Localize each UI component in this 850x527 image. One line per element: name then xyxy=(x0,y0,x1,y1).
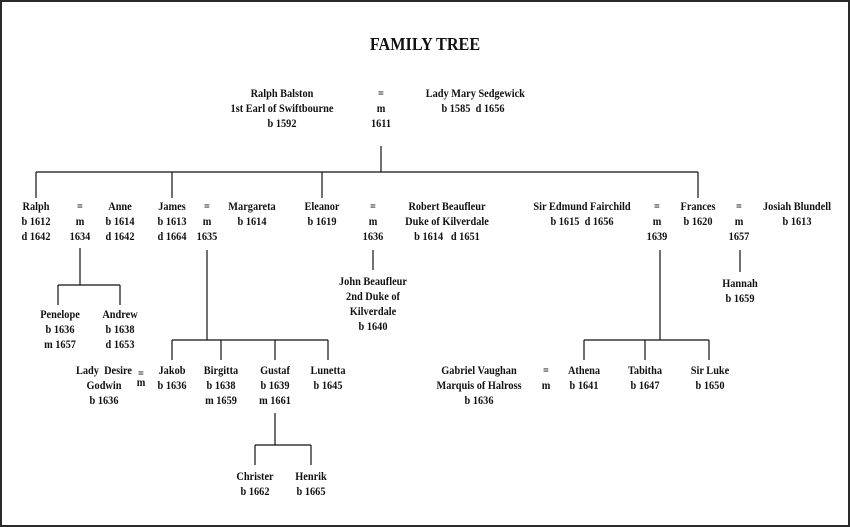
marriage-desire-jakob: = m xyxy=(136,366,146,389)
tree-title: FAMILY TREE xyxy=(369,34,481,54)
marriage-frances-josiah: = m 1657 xyxy=(728,199,750,243)
person-lady-mary: Lady Mary Sedgewick b 1585 d 1656 xyxy=(425,86,525,115)
person-gustaf: Gustaf b 1639 m 1661 xyxy=(259,363,291,407)
person-james: James b 1613 d 1664 xyxy=(157,199,187,243)
person-penelope: Penelope b 1636 m 1657 xyxy=(40,307,80,351)
person-henrik: Henrik b 1665 xyxy=(295,469,327,498)
person-josiah-blundell: Josiah Blundell b 1613 xyxy=(763,199,831,228)
marriage-james-margareta: = m 1635 xyxy=(196,199,218,243)
person-gabriel-vaughan: Gabriel Vaughan Marquis of Halross b 163… xyxy=(436,363,522,407)
person-hannah: Hannah b 1659 xyxy=(722,276,758,305)
person-birgitta: Birgitta b 1638 m 1659 xyxy=(203,363,239,407)
person-lunetta: Lunetta b 1645 xyxy=(310,363,346,392)
person-anne: Anne b 1614 d 1642 xyxy=(105,199,135,243)
person-john-beaufleur: John Beaufleur 2nd Duke of Kilverdale b … xyxy=(339,274,407,333)
person-andrew: Andrew b 1638 d 1653 xyxy=(102,307,138,351)
person-robert-beaufleur: Robert Beaufleur Duke of Kilverdale b 16… xyxy=(405,199,489,243)
person-sir-luke: Sir Luke b 1650 xyxy=(690,363,730,392)
person-tabitha: Tabitha b 1647 xyxy=(627,363,663,392)
marriage-top: = m 1611 xyxy=(370,86,392,130)
person-eleanor: Eleanor b 1619 xyxy=(304,199,340,228)
person-christer: Christer b 1662 xyxy=(236,469,274,498)
marriage-gabriel-athena: = m xyxy=(541,363,551,392)
person-lady-desire-godwin: Lady Desire Godwin b 1636 xyxy=(75,363,132,407)
person-margareta: Margareta b 1614 xyxy=(228,199,276,228)
person-frances: Frances b 1620 xyxy=(680,199,716,228)
person-ralph-balston: Ralph Balston 1st Earl of Swiftbourne b … xyxy=(230,86,334,130)
person-ralph: Ralph b 1612 d 1642 xyxy=(21,199,51,243)
person-athena: Athena b 1641 xyxy=(567,363,601,392)
marriage-ralph-anne: = m 1634 xyxy=(69,199,91,243)
marriage-eleanor-robert: = m 1636 xyxy=(362,199,384,243)
person-sir-edmund-fairchild: Sir Edmund Fairchild b 1615 d 1656 xyxy=(533,199,631,228)
person-jakob: Jakob b 1636 xyxy=(157,363,187,392)
marriage-edmund-frances: = m 1639 xyxy=(646,199,668,243)
